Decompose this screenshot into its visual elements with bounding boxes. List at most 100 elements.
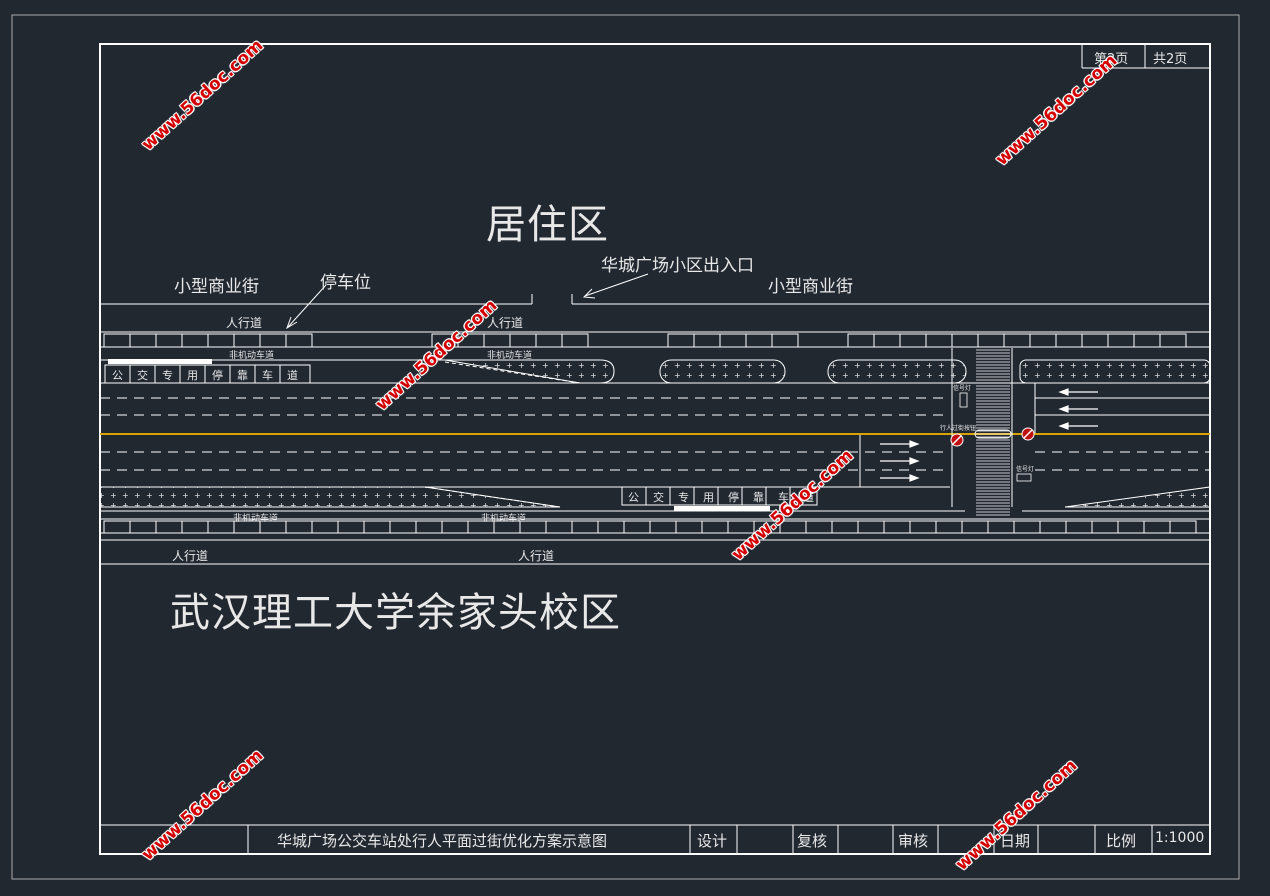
tree-box xyxy=(1159,333,1187,348)
sidewalk-bottom-1: 人行道 xyxy=(172,549,209,563)
bus-bay-bottom-label: 公交专用停靠车道 xyxy=(628,491,828,504)
tree-box xyxy=(207,520,235,534)
audit-label: 审核 xyxy=(898,832,929,850)
tree-box xyxy=(1065,520,1093,534)
leader-arrows xyxy=(286,273,649,330)
tree-box xyxy=(771,333,799,348)
tree-box xyxy=(883,520,911,534)
tree-box xyxy=(233,333,261,348)
signal-label-1: 信号灯 xyxy=(953,385,972,392)
tree-box xyxy=(649,520,677,534)
bike-lane-top-1: 非机动车道 xyxy=(229,351,275,361)
tree-box xyxy=(701,520,729,534)
tree-box xyxy=(441,520,469,534)
page-total: 共2页 xyxy=(1153,52,1188,67)
tree-box xyxy=(1081,333,1109,348)
tree-box xyxy=(311,520,339,534)
tree-box xyxy=(509,333,537,348)
bus-bay-top-label: 公交专用停靠车道 xyxy=(112,369,312,382)
date-label: 日期 xyxy=(1000,832,1031,850)
tree-box xyxy=(285,333,313,348)
campus-zone-label: 武汉理工大学余家头校区 xyxy=(170,590,621,636)
title-block-lines xyxy=(100,824,1210,854)
tree-box xyxy=(389,520,417,534)
tree-box xyxy=(987,520,1015,534)
tree-box xyxy=(129,520,157,534)
tree-box xyxy=(1029,333,1057,348)
residential-zone-label: 居住区 xyxy=(486,202,609,248)
tree-box xyxy=(693,333,721,348)
tree-box xyxy=(1143,520,1171,534)
tree-box xyxy=(415,520,443,534)
tree-box xyxy=(1169,520,1197,534)
bike-lane-bottom-2: 非机动车道 xyxy=(481,514,527,524)
tree-box xyxy=(961,520,989,534)
tree-box xyxy=(155,333,183,348)
tree-box xyxy=(207,333,235,348)
tree-box xyxy=(805,520,833,534)
tree-box xyxy=(363,520,391,534)
tree-box xyxy=(909,520,937,534)
tree-box xyxy=(745,333,773,348)
top-medians xyxy=(444,359,1211,384)
tree-box xyxy=(129,333,157,348)
shop-street-right: 小型商业街 xyxy=(768,277,853,297)
tree-box xyxy=(571,520,599,534)
bike-lane-bottom-1: 非机动车道 xyxy=(233,514,279,524)
tree-box xyxy=(337,520,365,534)
crossing-borders xyxy=(951,348,1013,507)
tree-box xyxy=(675,520,703,534)
tree-box xyxy=(285,520,313,534)
bike-lane-top-2: 非机动车道 xyxy=(487,351,533,361)
tree-box xyxy=(977,333,1005,348)
tree-box xyxy=(1091,520,1119,534)
community-entrance-label: 华城广场小区出入口 xyxy=(601,256,754,276)
tree-box xyxy=(545,520,573,534)
zebra-crossing xyxy=(976,349,1010,516)
tree-box xyxy=(623,520,651,534)
tree-box xyxy=(899,333,927,348)
tree-box xyxy=(1039,520,1067,534)
design-label: 设计 xyxy=(697,832,728,850)
tree-box xyxy=(181,520,209,534)
tree-box xyxy=(155,520,183,534)
drawing-title: 华城广场公交车站处行人平面过街优化方案示意图 xyxy=(277,832,608,850)
sidewalk-top-1: 人行道 xyxy=(226,316,263,330)
drawing-border xyxy=(99,43,1211,855)
review-label: 复核 xyxy=(797,832,828,850)
bottom-tree-boxes xyxy=(103,520,1197,534)
top-tree-boxes xyxy=(103,333,1187,348)
tree-box xyxy=(259,333,287,348)
lane-arrows xyxy=(880,388,1098,482)
signal-light-2 xyxy=(1021,427,1035,441)
tree-box xyxy=(951,333,979,348)
scale-label: 比例 xyxy=(1106,832,1137,850)
tree-box xyxy=(103,520,131,534)
tree-box xyxy=(561,333,589,348)
tree-box xyxy=(925,333,953,348)
tree-box xyxy=(483,333,511,348)
tree-box xyxy=(873,333,901,348)
tree-box xyxy=(1133,333,1161,348)
tree-box xyxy=(181,333,209,348)
tree-box xyxy=(667,333,695,348)
crossing-button-label: 行人过街按钮 xyxy=(940,425,977,432)
tree-box xyxy=(597,520,625,534)
frontage-line xyxy=(100,294,1210,305)
tree-box xyxy=(831,520,859,534)
signal-light-1 xyxy=(950,433,964,447)
bottom-medians xyxy=(99,486,1211,508)
outer-frame xyxy=(11,14,1240,880)
tree-box xyxy=(535,333,563,348)
tree-box xyxy=(1117,520,1145,534)
tree-box xyxy=(1107,333,1135,348)
right-solid-lanes xyxy=(859,383,1210,488)
page-box xyxy=(1081,44,1210,69)
tree-box xyxy=(847,333,875,348)
signal-label-2: 信号灯 xyxy=(1016,466,1035,473)
tree-box xyxy=(857,520,885,534)
shop-street-left: 小型商业街 xyxy=(174,277,259,297)
tree-box xyxy=(1013,520,1041,534)
tree-box xyxy=(103,333,131,348)
